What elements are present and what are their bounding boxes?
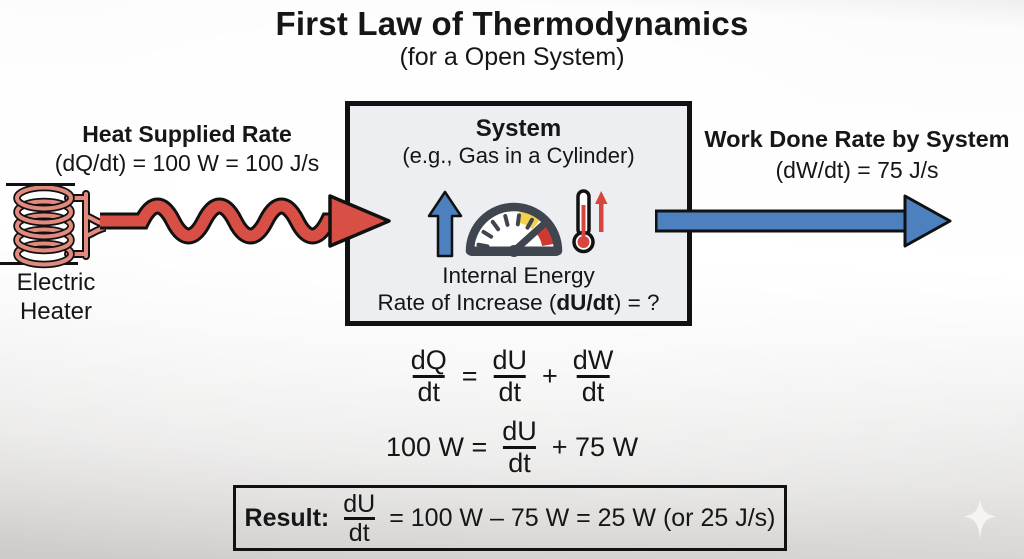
right-arrow-icon (655, 194, 952, 248)
numerator: dU (502, 416, 537, 446)
denominator: dt (576, 375, 610, 407)
rate-of-increase-caption: Rate of Increase (dU/dt) = ? (350, 290, 687, 316)
system-box: System (e.g., Gas in a Cylinder) (345, 101, 692, 326)
internal-energy-caption: Internal Energy (442, 263, 595, 288)
thermometer-icon (572, 189, 608, 254)
numerator: dW (572, 345, 614, 375)
work-done-value: (dW/dt) = 75 J/s (775, 157, 939, 183)
equation-rhs: + 75 W (551, 432, 639, 462)
result-label: Result: (244, 503, 330, 532)
sparkle-icon (964, 499, 996, 539)
heat-supplied-value: (dQ/dt) = 100 W = 100 J/s (54, 150, 320, 176)
heater-label: Electric Heater (0, 268, 112, 326)
fraction-dq-dt: dQ dt (406, 346, 452, 407)
work-done-title: Work Done Rate by System (704, 126, 1010, 152)
caption-du-dt: dU/dt (556, 290, 614, 315)
up-arrow-icon (427, 190, 463, 258)
fraction-du-dt: dU dt (338, 491, 380, 546)
result-expression: = 100 W – 75 W = 25 W (or 25 J/s) (389, 503, 776, 532)
system-title: System (475, 115, 562, 142)
gauge-icon (465, 202, 563, 257)
fraction-dw-dt: dW dt (568, 346, 619, 407)
heater-shelf-line-top (6, 183, 75, 186)
numerator: dQ (410, 345, 447, 375)
work-done-label-block: Work Done Rate by System (dW/dt) = 75 J/… (690, 124, 1024, 186)
plus-sign: + (542, 361, 558, 391)
system-subtitle: (e.g., Gas in a Cylinder) (402, 143, 635, 168)
heater-coil-icon (13, 186, 106, 269)
equation-values: 100 W = dU dt + 75 W (386, 417, 638, 478)
heater-label-line2: Heater (19, 298, 93, 325)
equation-lhs: 100 W = (385, 432, 488, 462)
numerator: dU (343, 489, 376, 518)
equals-sign: = (461, 361, 478, 391)
heater-label-line1: Electric (16, 269, 96, 296)
denominator: dt (503, 446, 536, 478)
equation-general: dQ dt = dU dt + dW dt (406, 346, 619, 407)
result-box: Result: dU dt = 100 W – 75 W = 25 W (or … (233, 485, 787, 551)
denominator: dt (412, 375, 445, 407)
denominator: dt (493, 375, 527, 407)
heat-supplied-title: Heat Supplied Rate (82, 121, 292, 147)
page-title: First Law of Thermodynamics (275, 5, 749, 42)
heat-supplied-label-block: Heat Supplied Rate (dQ/dt) = 100 W = 100… (22, 120, 352, 178)
wavy-heat-arrow-icon (100, 194, 391, 248)
fraction-du-dt: dU dt (488, 346, 533, 407)
fraction-du-dt: dU dt (497, 417, 542, 478)
denominator: dt (343, 516, 375, 546)
caption-prefix: Rate of Increase ( (377, 290, 557, 315)
numerator: dU (492, 345, 528, 375)
page-subtitle: (for a Open System) (399, 43, 625, 71)
caption-suffix: ) = ? (613, 290, 660, 315)
